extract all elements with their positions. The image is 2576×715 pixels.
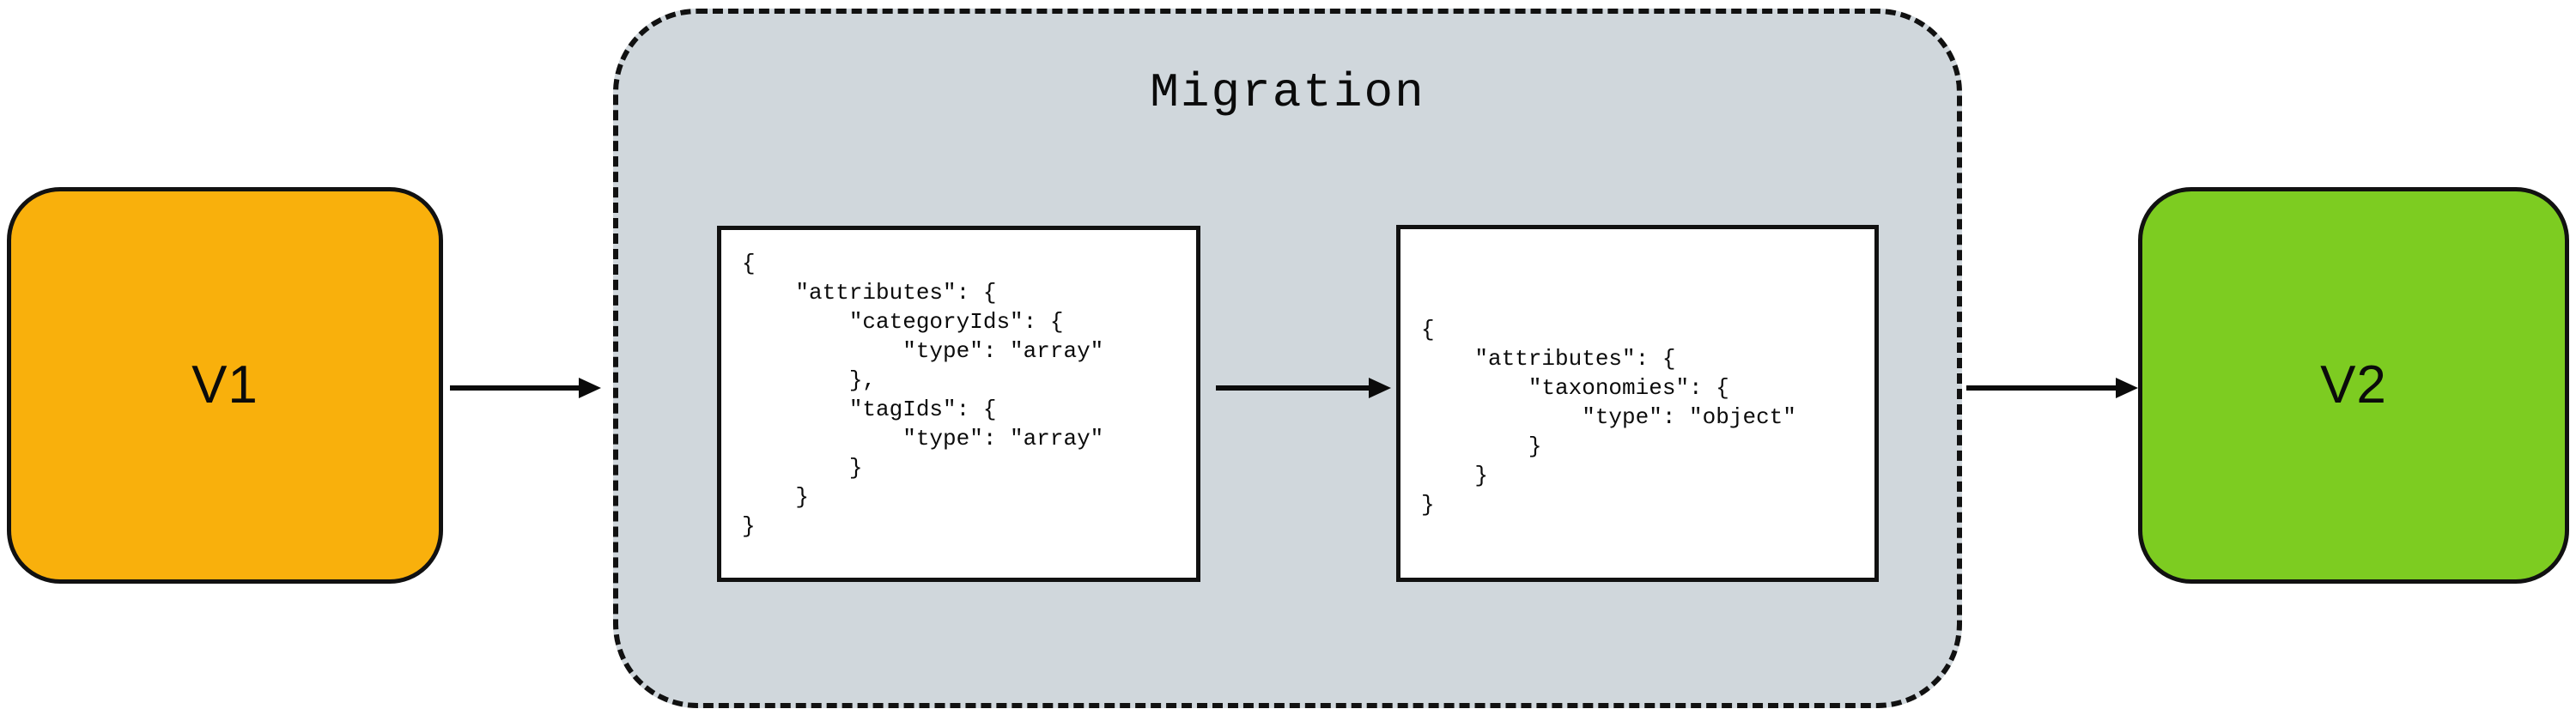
version-node-v2-label: V2 [2320, 355, 2387, 415]
version-node-v1[interactable]: V1 [7, 187, 443, 584]
arrow-v1-to-migration-icon [450, 378, 601, 398]
migration-title: Migration [1150, 65, 1425, 120]
source-schema-code: { "attributes": { "categoryIds": { "type… [742, 251, 1104, 539]
arrow-source-to-target-icon [1216, 378, 1391, 398]
target-schema-code: { "attributes": { "taxonomies": { "type"… [1421, 317, 1796, 518]
version-node-v2[interactable]: V2 [2138, 187, 2569, 584]
arrow-migration-to-v2-icon [1966, 378, 2138, 398]
target-schema-box: { "attributes": { "taxonomies": { "type"… [1396, 225, 1879, 582]
source-schema-box: { "attributes": { "categoryIds": { "type… [717, 226, 1200, 582]
version-node-v1-label: V1 [191, 355, 258, 415]
